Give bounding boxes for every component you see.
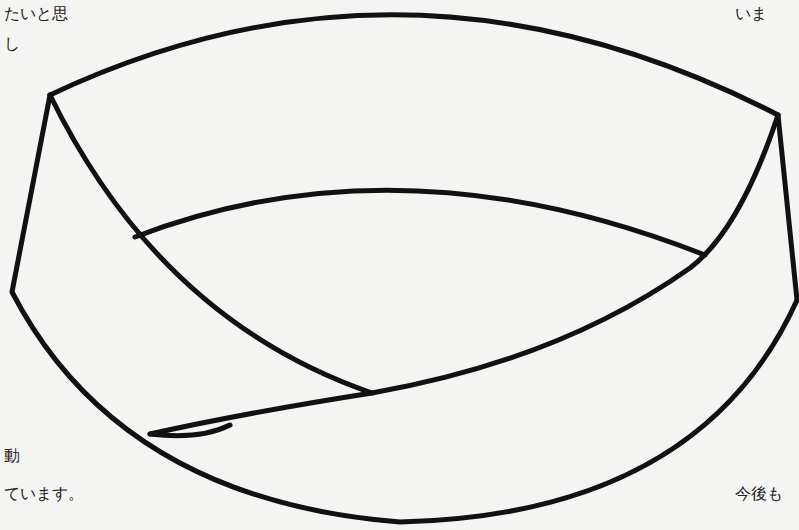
band-top-edge [50, 15, 778, 115]
text-fragment: いま [735, 4, 767, 23]
band-right-edge [778, 115, 797, 300]
text-fragment: ています。 [4, 484, 84, 503]
band-twist-line [50, 95, 372, 393]
band-twist-line [150, 115, 778, 434]
text-fragment: し [4, 34, 20, 53]
band-twist-line [150, 425, 230, 436]
band-inner-edge [135, 190, 705, 255]
text-fragment: 動 [4, 446, 20, 465]
text-fragment: たいと思 [4, 4, 68, 23]
text-fragment: 今後も [735, 484, 783, 503]
band-outer-edge [12, 95, 797, 522]
